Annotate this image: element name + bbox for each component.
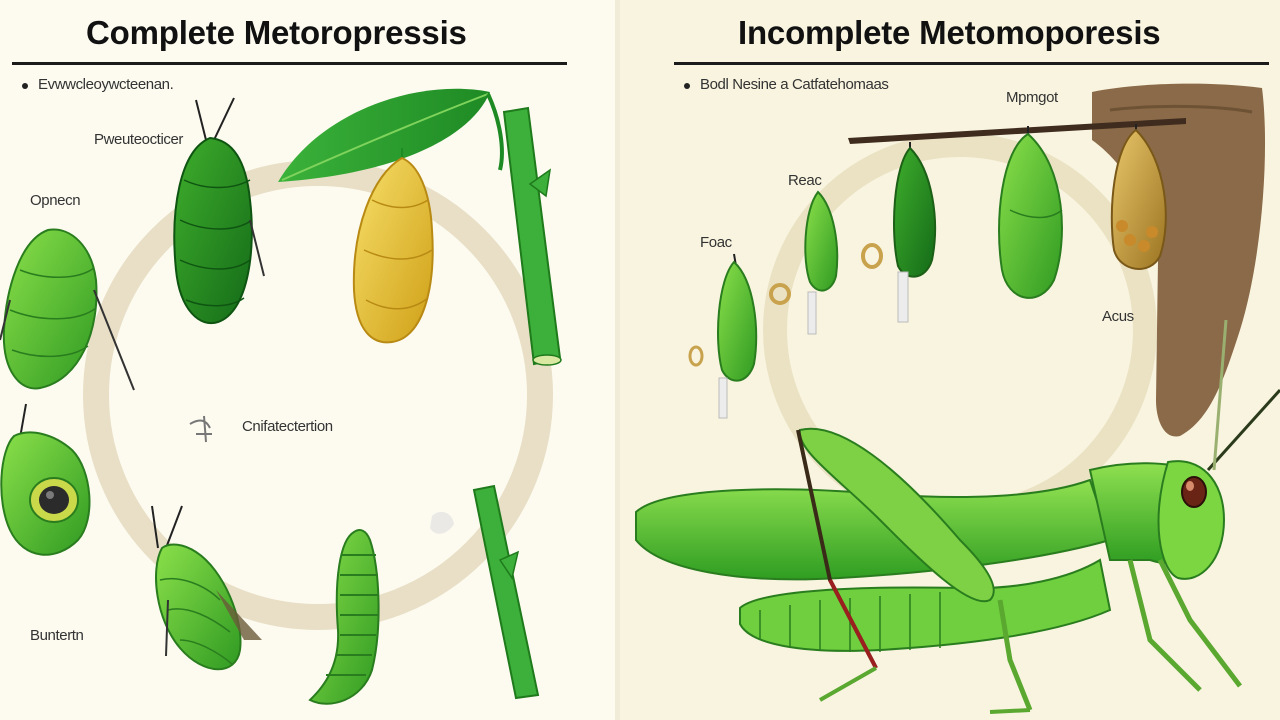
caterpillar [308,529,380,705]
twig-branch [848,118,1186,144]
stage-label-upper-left: Opnecn [30,192,81,209]
stage-label-2-right: Foac [700,234,732,251]
green-larva-upper-left [0,228,135,391]
legend-text-right: Bodl Nesine a Catfatehomaas [700,76,889,93]
legend-bullet-left [22,83,28,89]
title-underline-left [12,62,567,65]
nymph-stage-3 [893,142,937,323]
plant-stem-lower [472,484,540,700]
center-label-left: Cnifatectertion [242,418,333,435]
nymph-stage-1 [717,253,758,419]
plant-stem-upper [502,106,562,366]
stage-label-1-right: Reac [788,172,822,189]
side-label-right: Acus [1102,308,1134,325]
nymph-stage-2 [804,190,839,335]
title-underline-right [674,62,1269,65]
incomplete-metamorphosis-title: Incomplete Metomoporesis [738,14,1161,51]
stage-label-bottom-left: Buntertn [30,627,84,644]
leaf-with-pupa [278,88,504,344]
legend-text-left: Evwwcleoywcteenan. [38,76,174,93]
nymph-stage-4 [998,126,1063,299]
stage-label-top-left: Pweuteocticer [94,131,184,148]
adult-pupa-gold [1110,124,1167,270]
eyed-larva-left [0,403,91,556]
egg-clusters [688,243,883,367]
tree-bark [1092,83,1266,437]
stage-label-top-right: Mpmgot [1006,89,1058,106]
grasshopper-adult [635,319,1280,714]
legend-bullet-right [684,83,690,89]
panel-divider [615,0,620,720]
green-pupa-top [173,97,265,325]
striped-larva-bottom [151,505,262,671]
center-glyph [189,415,454,534]
complete-metamorphosis-title: Complete Metoropressis [86,14,467,51]
